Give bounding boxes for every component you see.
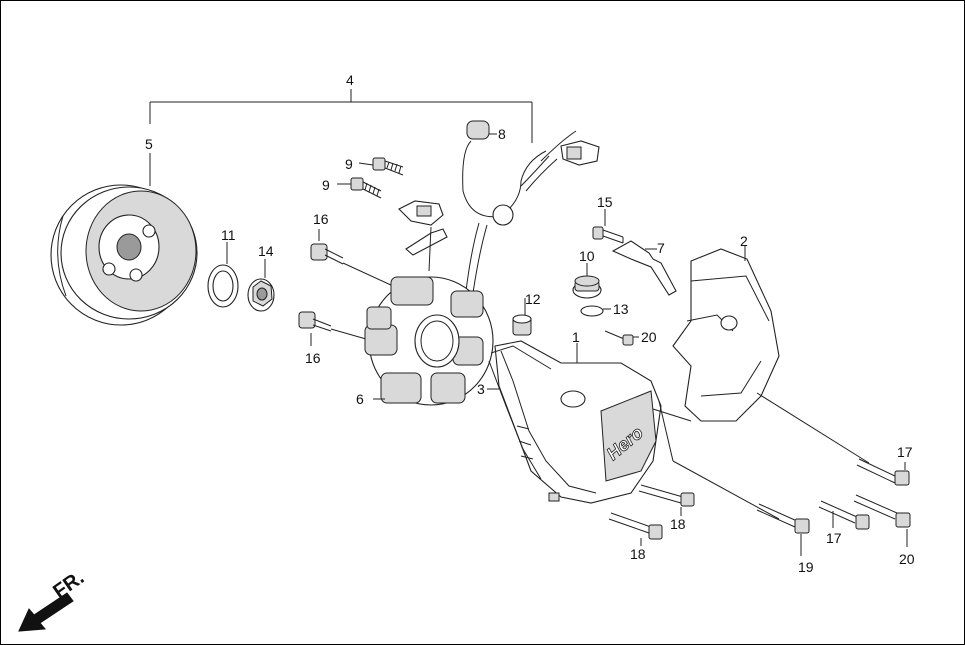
pickup-bolt-upper	[358, 157, 404, 176]
label-4: 4	[346, 72, 354, 88]
label-9-upper: 9	[345, 156, 353, 172]
label-17-lower: 17	[826, 530, 842, 546]
label-6: 6	[356, 391, 364, 407]
washer	[207, 242, 239, 308]
label-10: 10	[579, 248, 595, 264]
cover-long-bolt-17b	[818, 500, 870, 530]
dowel-pin	[512, 298, 532, 336]
label-20-lower: 20	[899, 551, 915, 567]
cover-bolt-small	[604, 330, 639, 346]
front-direction-arrow: FR.	[18, 567, 88, 632]
label-2: 2	[740, 233, 748, 249]
label-5: 5	[145, 136, 153, 152]
stator-bolt-lower	[298, 311, 374, 346]
stator-coil	[364, 276, 494, 406]
grommet	[466, 120, 497, 140]
label-18-upper: 18	[670, 516, 686, 532]
assembly-bracket	[149, 89, 533, 143]
label-3: 3	[477, 381, 485, 397]
bolt-leader-lines	[652, 392, 870, 520]
cover-long-bolt-19	[756, 503, 810, 556]
label-12: 12	[525, 291, 541, 307]
wire-clip	[611, 240, 677, 296]
cover-long-bolt-20	[853, 494, 911, 547]
inspection-plug	[572, 263, 602, 299]
front-direction-label: FR.	[49, 567, 88, 604]
o-ring	[580, 305, 611, 317]
label-17-upper: 17	[897, 444, 913, 460]
label-8: 8	[498, 126, 506, 142]
label-16-lower: 16	[305, 350, 321, 366]
cover-long-bolt-17a	[856, 458, 910, 486]
generator-cover: Hero	[494, 340, 662, 504]
cover-long-bolt-18b	[608, 512, 663, 546]
label-14: 14	[258, 243, 274, 259]
outer-cover	[672, 246, 780, 422]
label-11: 11	[221, 227, 236, 243]
cover-gasket	[487, 345, 552, 480]
label-18-lower: 18	[630, 546, 646, 562]
flange-nut	[247, 259, 275, 312]
stator-bolt-upper	[310, 229, 394, 287]
label-13: 13	[613, 301, 629, 317]
label-1: 1	[572, 329, 580, 345]
label-15: 15	[597, 194, 613, 210]
cover-long-bolt-18a	[638, 484, 695, 516]
label-20-upper: 20	[641, 329, 657, 345]
label-9-lower: 9	[322, 177, 330, 193]
label-16-upper: 16	[313, 211, 329, 227]
label-7: 7	[657, 240, 665, 256]
pickup-bolt-lower	[337, 177, 382, 199]
label-19: 19	[798, 559, 814, 575]
clip-bolt	[592, 209, 624, 244]
flywheel-rotor	[50, 153, 198, 326]
wire-harness	[462, 130, 600, 294]
pulser-coil	[398, 200, 448, 272]
